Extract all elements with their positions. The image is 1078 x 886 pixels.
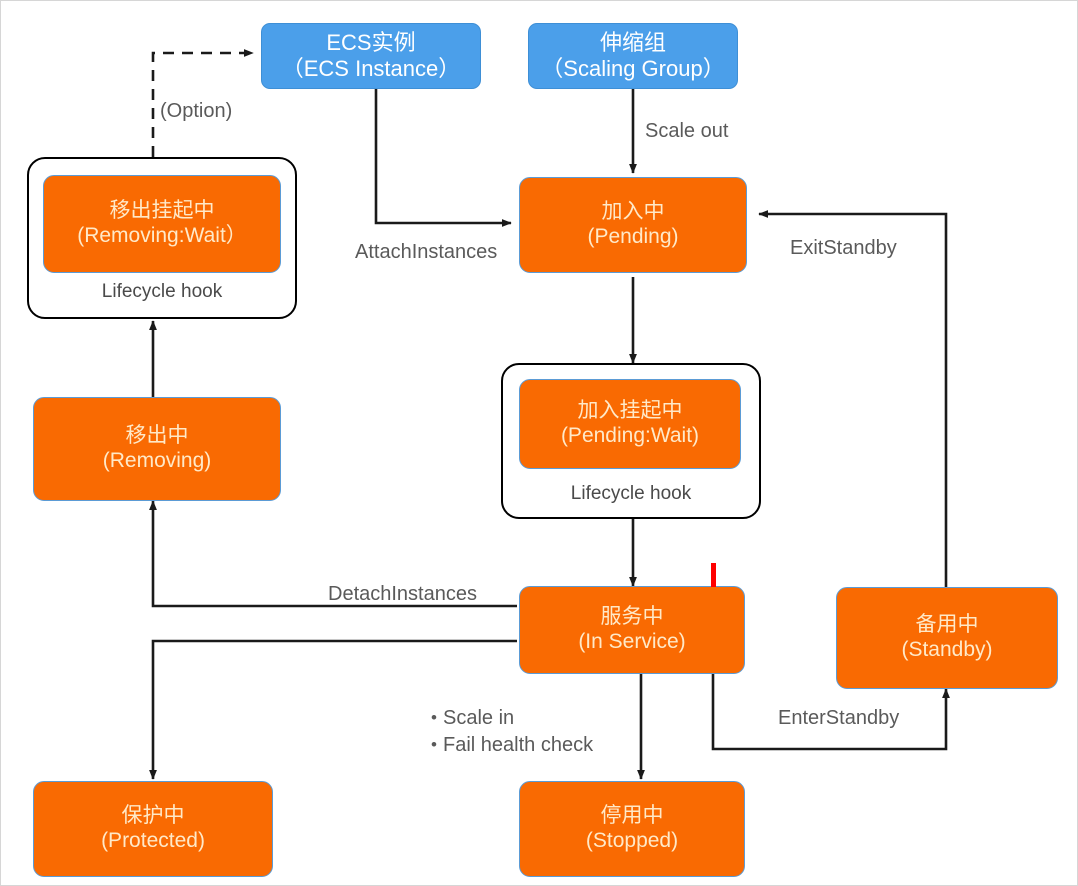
node-removing[interactable]: 移出中 (Removing)	[33, 397, 281, 501]
node-stopped[interactable]: 停用中 (Stopped)	[519, 781, 745, 877]
node-ecs-instance-en: （ECS Instance）	[281, 56, 461, 81]
bullet-dot-icon: •	[431, 735, 437, 754]
bullet-item: • Scale in	[425, 707, 593, 730]
node-in-service-en: (In Service)	[578, 630, 686, 653]
edge-to-protected	[149, 639, 517, 780]
scale-in-annotation: • Scale in • Fail health check	[425, 707, 593, 761]
node-protected[interactable]: 保护中 (Protected)	[33, 781, 273, 877]
node-in-service-cn: 服务中	[600, 605, 664, 629]
edge-exit-standby	[758, 210, 948, 587]
node-ecs-instance[interactable]: ECS实例 （ECS Instance）	[261, 23, 481, 89]
hook-removing-wait-label: Lifecycle hook	[101, 281, 223, 302]
text-cursor-caret	[711, 563, 716, 587]
node-pending[interactable]: 加入中 (Pending)	[519, 177, 747, 273]
bullet-label: Fail health check	[443, 734, 594, 756]
node-scaling-group-cn: 伸缩组	[599, 30, 666, 56]
node-pending-wait-cn: 加入挂起中	[577, 399, 683, 423]
node-removing-en: (Removing)	[102, 449, 212, 472]
edge-detach-instances	[149, 500, 517, 608]
node-scaling-group-en: （Scaling Group）	[541, 56, 725, 81]
edge-label-option: (Option)	[160, 100, 233, 122]
bullet-item: • Fail health check	[425, 734, 593, 757]
node-protected-cn: 保护中	[121, 804, 185, 828]
edge-attach-instances	[374, 88, 512, 227]
node-pending-wait[interactable]: 加入挂起中 (Pending:Wait)	[519, 379, 741, 469]
node-in-service[interactable]: 服务中 (In Service)	[519, 586, 745, 674]
node-removing-cn: 移出中	[125, 424, 189, 448]
edge-enter-standby	[711, 673, 950, 751]
node-pending-cn: 加入中	[601, 200, 665, 224]
node-protected-en: (Protected)	[101, 829, 205, 852]
hook-pending-wait-label: Lifecycle hook	[570, 483, 692, 504]
node-stopped-cn: 停用中	[600, 804, 664, 828]
node-standby[interactable]: 备用中 (Standby)	[836, 587, 1058, 689]
bullet-label: Scale in	[443, 707, 515, 729]
edge-label-enter-standby: EnterStandby	[778, 707, 900, 729]
node-removing-wait[interactable]: 移出挂起中 (Removing:Wait）	[43, 175, 281, 273]
node-pending-en: (Pending)	[587, 225, 679, 248]
bullet-dot-icon: •	[431, 708, 437, 727]
node-stopped-en: (Stopped)	[585, 829, 679, 852]
edge-label-detach-instances: DetachInstances	[328, 583, 477, 605]
node-scaling-group[interactable]: 伸缩组 （Scaling Group）	[528, 23, 738, 89]
edge-label-attach-instances: AttachInstances	[355, 241, 498, 263]
node-standby-cn: 备用中	[915, 613, 979, 637]
node-pending-wait-en: (Pending:Wait)	[560, 424, 700, 447]
node-removing-wait-cn: 移出挂起中	[109, 199, 215, 223]
node-ecs-instance-cn: ECS实例	[326, 30, 416, 56]
edge-option	[151, 49, 254, 157]
edge-label-exit-standby: ExitStandby	[790, 237, 897, 259]
edge-label-scale-out: Scale out	[645, 120, 729, 142]
node-removing-wait-en: (Removing:Wait）	[77, 224, 247, 247]
node-standby-en: (Standby)	[901, 638, 993, 661]
